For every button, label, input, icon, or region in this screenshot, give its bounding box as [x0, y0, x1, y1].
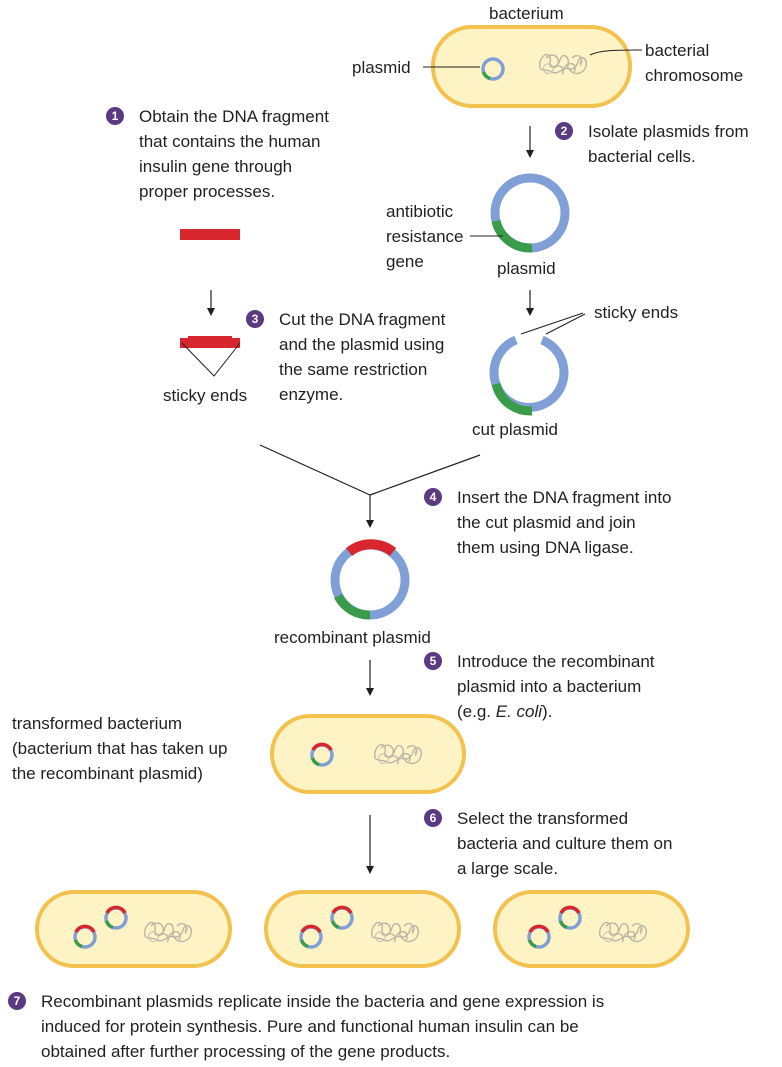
label-sticky-ends-right: sticky ends: [594, 303, 679, 322]
cultured-bacterium-1: [35, 890, 232, 968]
step-3-line-4: enzyme.: [279, 385, 344, 404]
step-6-line-2: bacteria and culture them on: [457, 834, 673, 853]
label-transformed-2: (bacterium that has taken up: [12, 739, 228, 758]
step-1-line-4: proper processes.: [139, 182, 276, 201]
label-bacterial-chromosome-1: bacterial: [645, 41, 710, 60]
step-1-line-3: insulin gene through: [139, 157, 293, 176]
step-6-line-1: Select the transformed: [457, 809, 629, 828]
cultured-bacterium-2: [264, 890, 461, 968]
step-3-line-2: and the plasmid using: [279, 335, 445, 354]
label-sticky-ends-left: sticky ends: [163, 386, 248, 405]
label-transformed-1: transformed bacterium: [12, 714, 183, 733]
step-7-line-2: induced for protein synthesis. Pure and …: [41, 1017, 579, 1036]
sticky-ends-pointer-1: [520, 312, 584, 335]
step-3-line-3: the same restriction: [279, 360, 428, 379]
cut-plasmid-shape: [489, 335, 569, 416]
cultured-bacterium-3: [493, 890, 690, 968]
step-7-line-1: Recombinant plasmids replicate inside th…: [41, 992, 605, 1011]
step-4-badge: 4: [424, 488, 442, 506]
step-7-badge: 7: [8, 992, 26, 1010]
step-1-badge: 1: [106, 107, 124, 125]
label-transformed-3: the recombinant plasmid): [12, 764, 203, 783]
transformed-bacterium: [270, 714, 466, 794]
sticky-ends-pointer-left: [181, 342, 241, 377]
step-5-line-2: plasmid into a bacterium: [457, 677, 642, 696]
step-1-line-1: Obtain the DNA fragment: [139, 107, 329, 126]
recombinant-plasmid-shape: [330, 539, 410, 620]
plasmid-in-bacterium: [481, 57, 505, 81]
step-3-badge: 3: [246, 310, 264, 328]
label-antibiotic-1: antibiotic: [386, 202, 454, 221]
step-5-line-1: Introduce the recombinant: [457, 652, 655, 671]
step-5-ecoli: E. coli: [495, 702, 543, 721]
step-3-line-1: Cut the DNA fragment: [279, 310, 446, 329]
step-1-line-2: that contains the human: [139, 132, 321, 151]
isolated-plasmid: [490, 173, 570, 253]
step-5-badge: 5: [424, 652, 442, 670]
step-5-line-3: (e.g. E. coli).: [457, 699, 655, 724]
step-2-line-2: bacterial cells.: [588, 147, 696, 166]
sticky-ends-pointer-2: [545, 313, 586, 335]
step-6-badge: 6: [424, 809, 442, 827]
cut-dna-fragment: [180, 336, 240, 348]
label-bacterium: bacterium: [489, 4, 564, 23]
insulin-dna-fragment: [180, 229, 240, 240]
label-cut-plasmid: cut plasmid: [472, 420, 558, 439]
label-antibiotic-3: gene: [386, 252, 424, 271]
step-5-line-3a: (e.g.: [457, 702, 496, 721]
step-4-line-2: the cut plasmid and join: [457, 513, 636, 532]
step-6-line-3: a large scale.: [457, 859, 559, 878]
step-7-line-3: obtained after further processing of the…: [41, 1042, 451, 1061]
step-2-line-1: Isolate plasmids from: [588, 122, 749, 141]
step-2-badge: 2: [555, 122, 573, 140]
label-bacterial-chromosome-2: chromosome: [645, 66, 744, 85]
step-4-line-3: them using DNA ligase.: [457, 538, 634, 557]
chromosome-pointer: [589, 49, 643, 56]
label-recombinant-plasmid: recombinant plasmid: [274, 628, 431, 647]
step-5-line-3c: ).: [542, 702, 553, 721]
label-antibiotic-2: resistance: [386, 227, 464, 246]
label-plasmid-mid: plasmid: [497, 259, 556, 278]
label-plasmid-top: plasmid: [352, 58, 411, 77]
step-4-line-1: Insert the DNA fragment into: [457, 488, 672, 507]
